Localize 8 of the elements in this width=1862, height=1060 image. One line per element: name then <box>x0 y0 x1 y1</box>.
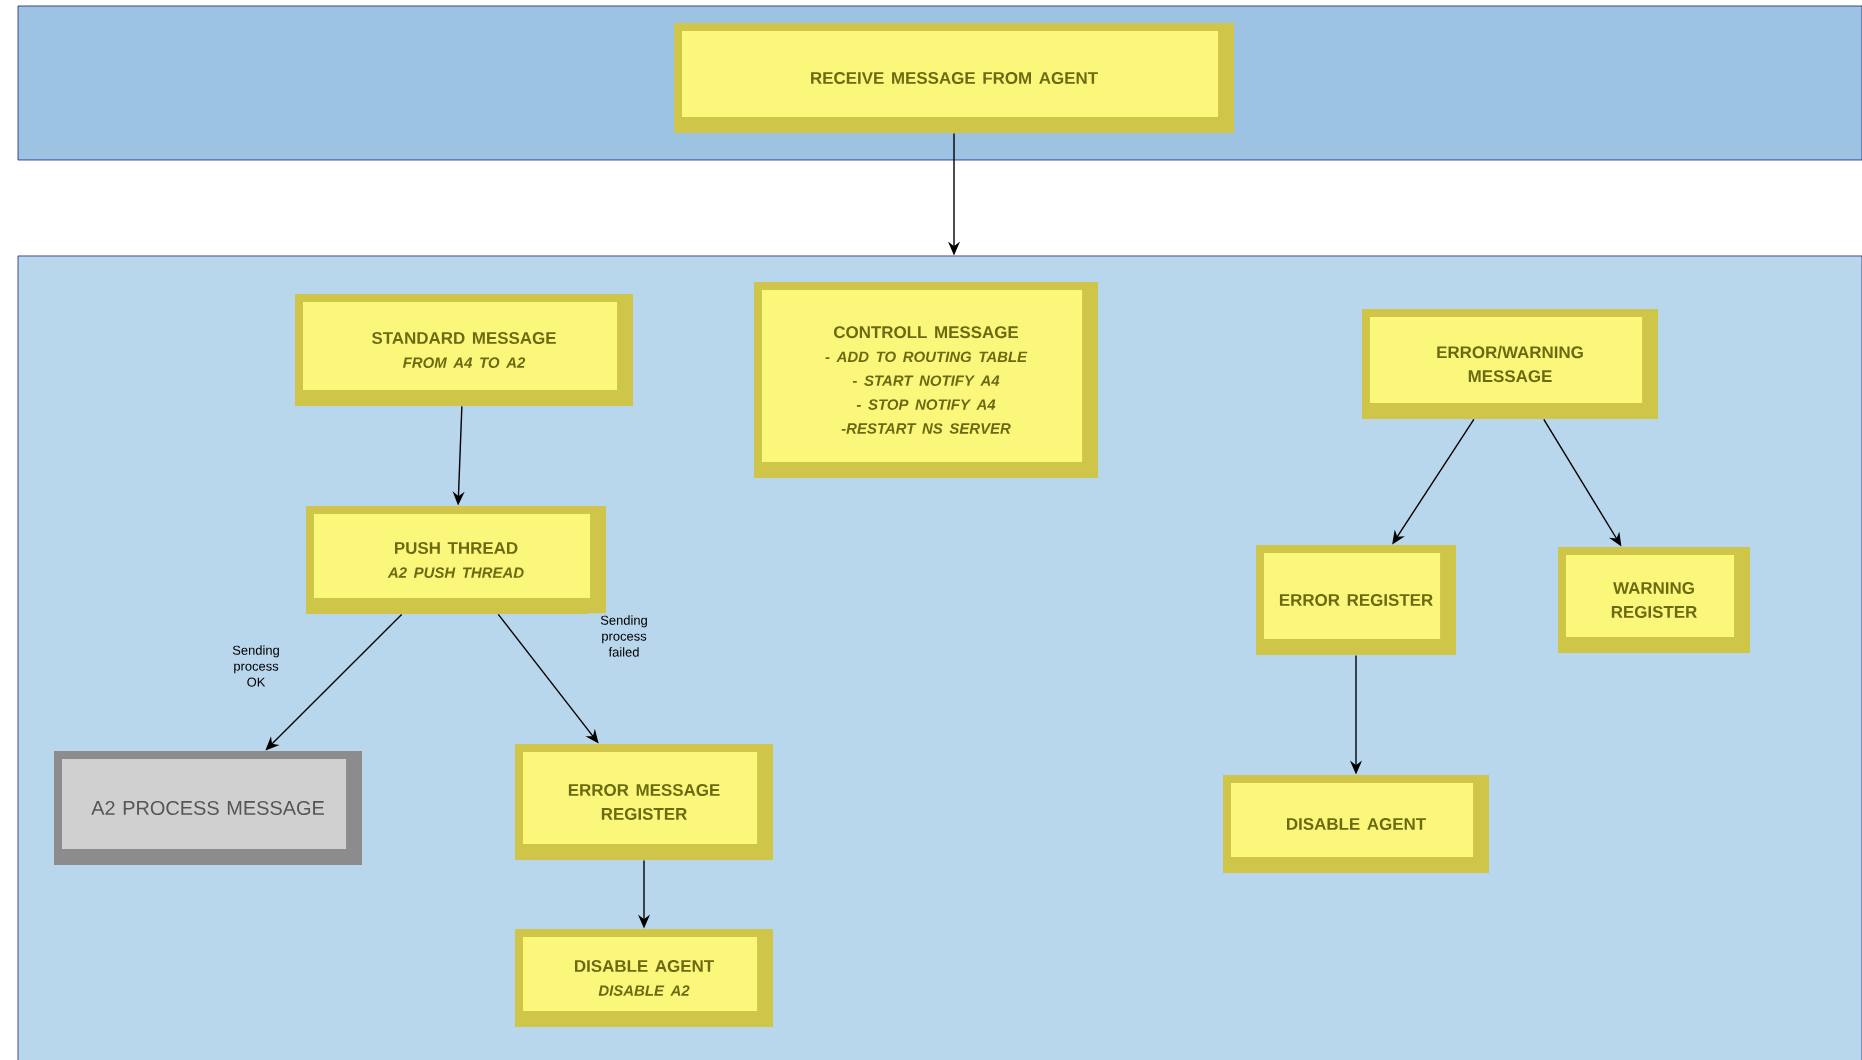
process-box: WARNING REGISTER <box>1558 547 1750 653</box>
process-box: DISABLE AGENT <box>1223 775 1489 873</box>
process-box: RECEIVE MESSAGE FROM AGENT <box>674 23 1234 133</box>
arrow <box>265 613 403 751</box>
process-box: ERROR/WARNING MESSAGE <box>1362 309 1658 419</box>
process-box: ERROR MESSAGE REGISTER <box>515 744 773 860</box>
process-box: ERROR REGISTER <box>1256 545 1456 655</box>
process-box: A2 PROCESS MESSAGE <box>54 751 362 865</box>
